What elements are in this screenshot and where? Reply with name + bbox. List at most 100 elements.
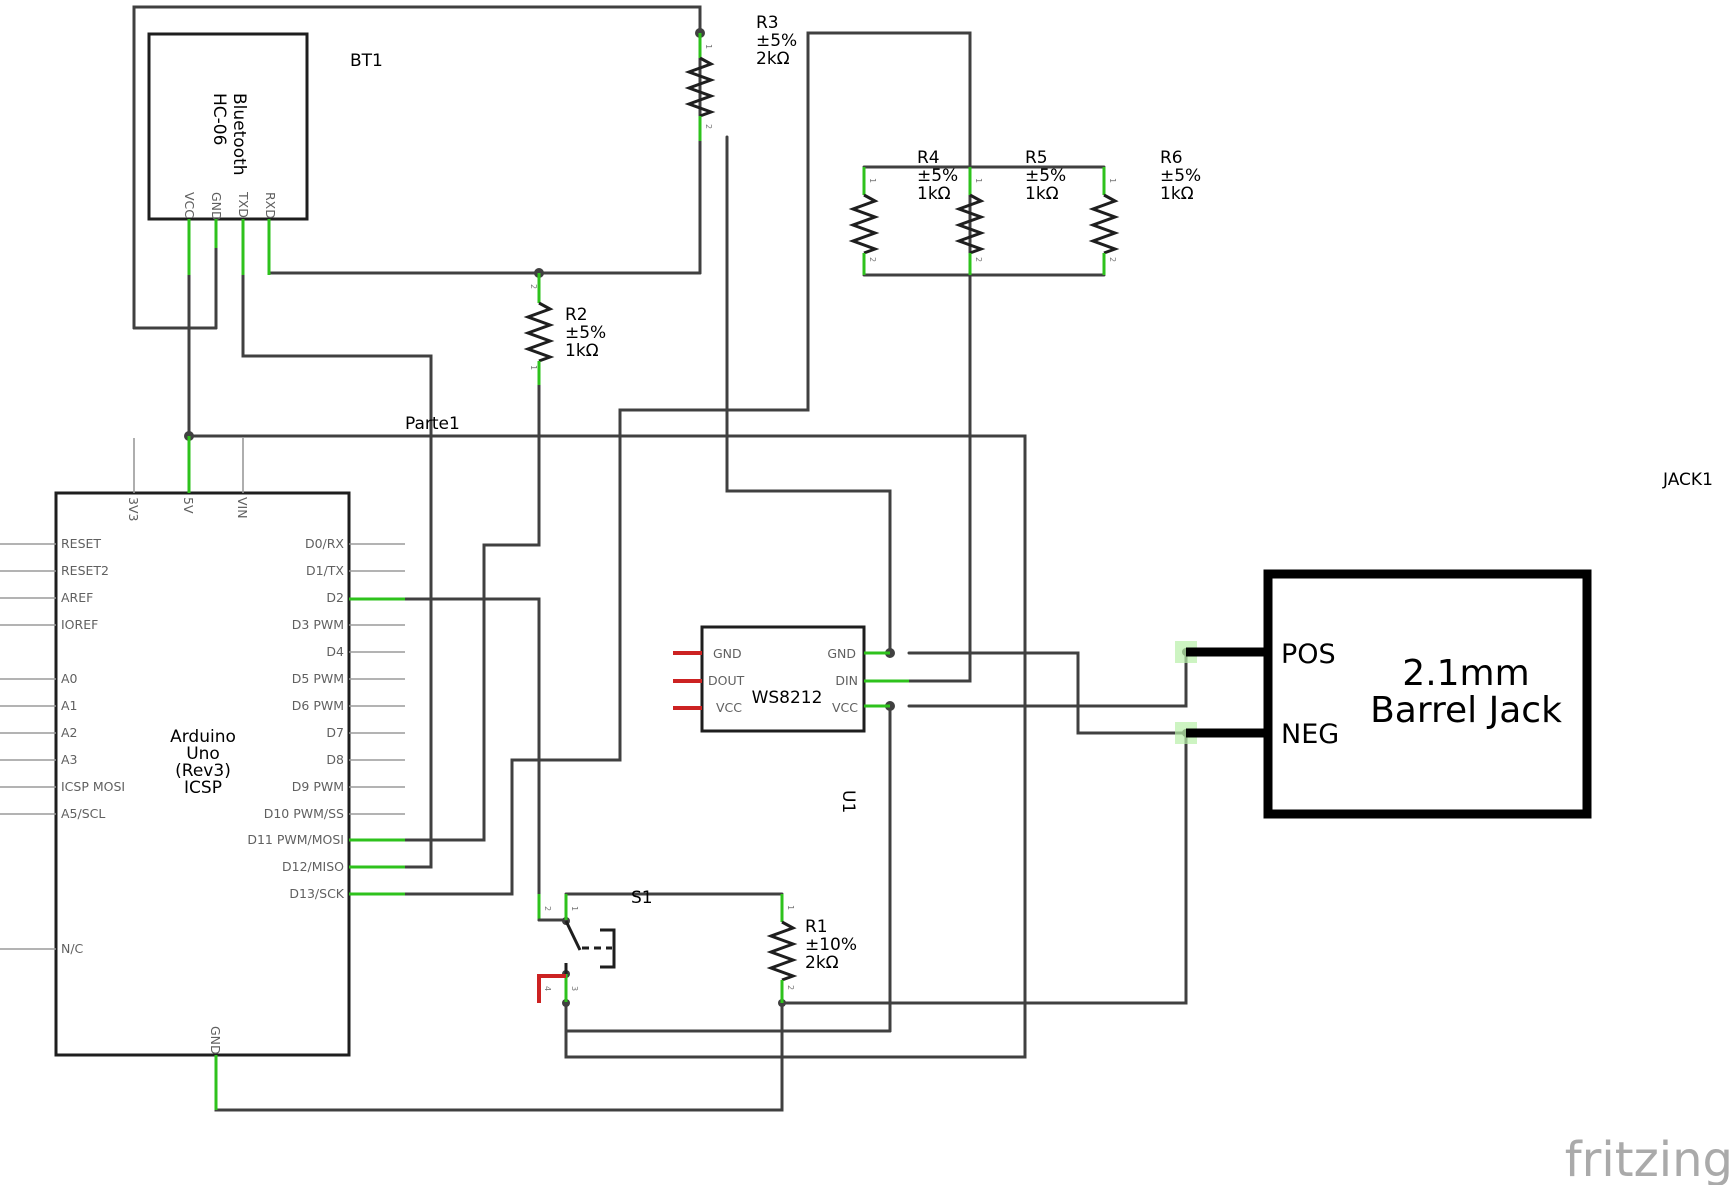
r1-pin2-number: 2 xyxy=(786,985,795,990)
r1-ref: R1 xyxy=(805,917,828,937)
bt1-pin-txd-label: TXD xyxy=(236,191,251,218)
arduino-pin-reset2-label: RESET2 xyxy=(61,563,109,578)
arduino-name-line3: (Rev3) xyxy=(175,761,231,781)
bluetooth-module[interactable]: BT1 Bluetooth HC-06 VCC GND TXD RXD xyxy=(147,32,383,275)
resistor-r3[interactable]: 1 2 R3 ±5% 2kΩ xyxy=(684,13,797,141)
r6-ref: R6 xyxy=(1160,148,1183,168)
arduino-pin-d3-label: D3 PWM xyxy=(292,617,344,632)
resistor-r5[interactable]: 1 2 R5 ±5% 1kΩ xyxy=(954,148,1066,275)
r4-pin1-number: 1 xyxy=(868,178,877,183)
arduino-pin-icsp-mosi-label: ICSP MOSI xyxy=(61,779,125,794)
r3-pin2-number: 2 xyxy=(704,124,713,129)
bt1-pin-vcc-label: VCC xyxy=(182,192,197,218)
arduino-uno[interactable]: 3V3 5V VIN GND RESET RESET2 AREF IOREF A… xyxy=(0,436,405,1110)
r4-tolerance: ±5% xyxy=(917,166,958,186)
arduino-pin-d10-label: D10 PWM/SS xyxy=(264,806,344,821)
r5-tolerance: ±5% xyxy=(1025,166,1066,186)
arduino-pin-d12-label: D12/MISO xyxy=(282,859,344,874)
ws-right-pin-gnd-label: GND xyxy=(827,646,856,661)
arduino-pin-d11-label: D11 PWM/MOSI xyxy=(247,832,344,847)
r6-pin1-number: 1 xyxy=(1108,178,1117,183)
r5-value: 1kΩ xyxy=(1025,184,1059,204)
resistor-r1[interactable]: 1 2 R1 ±10% 2kΩ xyxy=(766,894,857,1003)
arduino-pin-d7-label: D7 xyxy=(326,725,344,740)
r2-ref: R2 xyxy=(565,305,588,325)
arduino-pin-a3-label: A3 xyxy=(61,752,78,767)
fritzing-logo: fritzing xyxy=(1565,1132,1733,1185)
pushbutton-s1[interactable]: S1 1 2 3 4 xyxy=(537,888,653,1003)
r1-value: 2kΩ xyxy=(805,953,839,973)
resistor-r4[interactable]: 1 2 R4 ±5% 1kΩ xyxy=(848,148,958,275)
arduino-pin-gnd-label: GND xyxy=(208,1026,223,1055)
bt1-name-line2: HC-06 xyxy=(209,93,229,145)
arduino-pin-reset-label: RESET xyxy=(61,536,101,551)
arduino-pin-nc-label: N/C xyxy=(61,941,84,956)
arduino-pin-d1-label: D1/TX xyxy=(306,563,344,578)
ws-name: WS8212 xyxy=(752,688,823,708)
r2-pin2-number: 2 xyxy=(529,284,538,289)
bt1-name-line1: Bluetooth xyxy=(229,93,249,176)
r6-tolerance: ±5% xyxy=(1160,166,1201,186)
r4-ref: R4 xyxy=(917,148,940,168)
s1-pin4-number: 4 xyxy=(543,986,552,991)
arduino-pin-a5-scl-label: A5/SCL xyxy=(61,806,105,821)
arduino-pin-d4-label: D4 xyxy=(326,644,344,659)
resistor-r6[interactable]: 1 2 R6 ±5% 1kΩ xyxy=(1088,148,1201,275)
ws-left-pin-gnd-label: GND xyxy=(713,646,742,661)
bt1-pin-gnd-label: GND xyxy=(209,192,224,221)
arduino-pin-ioref-label: IOREF xyxy=(61,617,98,632)
r6-value: 1kΩ xyxy=(1160,184,1194,204)
arduino-pin-a2-label: A2 xyxy=(61,725,78,740)
r1-pin1-number: 1 xyxy=(786,905,795,910)
resistor-r2[interactable]: 2 1 R2 ±5% 1kΩ xyxy=(523,273,606,385)
arduino-pin-5v-label: 5V xyxy=(181,497,196,514)
bt1-ref: BT1 xyxy=(350,51,383,71)
jack-neg-label: NEG xyxy=(1281,719,1339,750)
ws8212-led[interactable]: GND DOUT VCC GND DIN VCC WS8212 U1 xyxy=(673,625,909,813)
r3-pin1-number: 1 xyxy=(704,44,713,49)
r5-ref: R5 xyxy=(1025,148,1048,168)
jack-title-line1: 2.1mm xyxy=(1402,653,1529,694)
r2-pin1-number: 1 xyxy=(529,365,538,370)
barrel-jack[interactable]: JACK1 POS NEG 2.1mm Barrel Jack xyxy=(1175,470,1713,819)
arduino-name-line2: Uno xyxy=(186,744,220,764)
s1-ref: S1 xyxy=(631,888,653,908)
ws-left-pin-vcc-label: VCC xyxy=(716,700,742,715)
r2-value: 1kΩ xyxy=(565,341,599,361)
arduino-pin-vin-label: VIN xyxy=(235,497,250,519)
ws-right-pin-din-label: DIN xyxy=(835,673,858,688)
r3-value: 2kΩ xyxy=(756,49,790,69)
jack-pos-label: POS xyxy=(1281,639,1336,670)
r6-pin2-number: 2 xyxy=(1108,257,1117,262)
arduino-pin-3v3-label: 3V3 xyxy=(126,497,141,521)
r4-pin2-number: 2 xyxy=(868,257,877,262)
arduino-pin-d9-label: D9 PWM xyxy=(292,779,344,794)
arduino-pin-d13-label: D13/SCK xyxy=(289,886,344,901)
r2-tolerance: ±5% xyxy=(565,323,606,343)
arduino-left-pins: RESET RESET2 AREF IOREF A0 A1 A2 A3 ICSP… xyxy=(0,536,125,956)
jack-title-line2: Barrel Jack xyxy=(1370,690,1562,731)
s1-pin3-number: 3 xyxy=(570,986,579,991)
r4-value: 1kΩ xyxy=(917,184,951,204)
arduino-pin-a1-label: A1 xyxy=(61,698,78,713)
arduino-right-pins: D0/RX D1/TX D2 D3 PWM D4 D5 PWM D6 PWM D… xyxy=(247,536,405,901)
ws-ref: U1 xyxy=(838,790,858,813)
ws-right-pin-vcc-label: VCC xyxy=(832,700,858,715)
s1-pin1-number: 1 xyxy=(570,906,579,911)
arduino-name-line4: ICSP xyxy=(184,778,222,798)
arduino-pin-d5-label: D5 PWM xyxy=(292,671,344,686)
r3-ref: R3 xyxy=(756,13,779,33)
arduino-pin-d0-label: D0/RX xyxy=(305,536,344,551)
jack-ref: JACK1 xyxy=(1662,470,1713,490)
arduino-pin-aref-label: AREF xyxy=(61,590,93,605)
arduino-name-line1: Arduino xyxy=(170,727,236,747)
r1-tolerance: ±10% xyxy=(805,935,857,955)
r5-pin2-number: 2 xyxy=(974,257,983,262)
net-label-parte1: Parte1 xyxy=(405,414,460,434)
arduino-pin-d2-label: D2 xyxy=(326,590,344,605)
ws-left-pin-dout-label: DOUT xyxy=(708,673,745,688)
arduino-pin-a0-label: A0 xyxy=(61,671,78,686)
bt1-pin-rxd-label: RXD xyxy=(263,192,278,219)
r3-tolerance: ±5% xyxy=(756,31,797,51)
